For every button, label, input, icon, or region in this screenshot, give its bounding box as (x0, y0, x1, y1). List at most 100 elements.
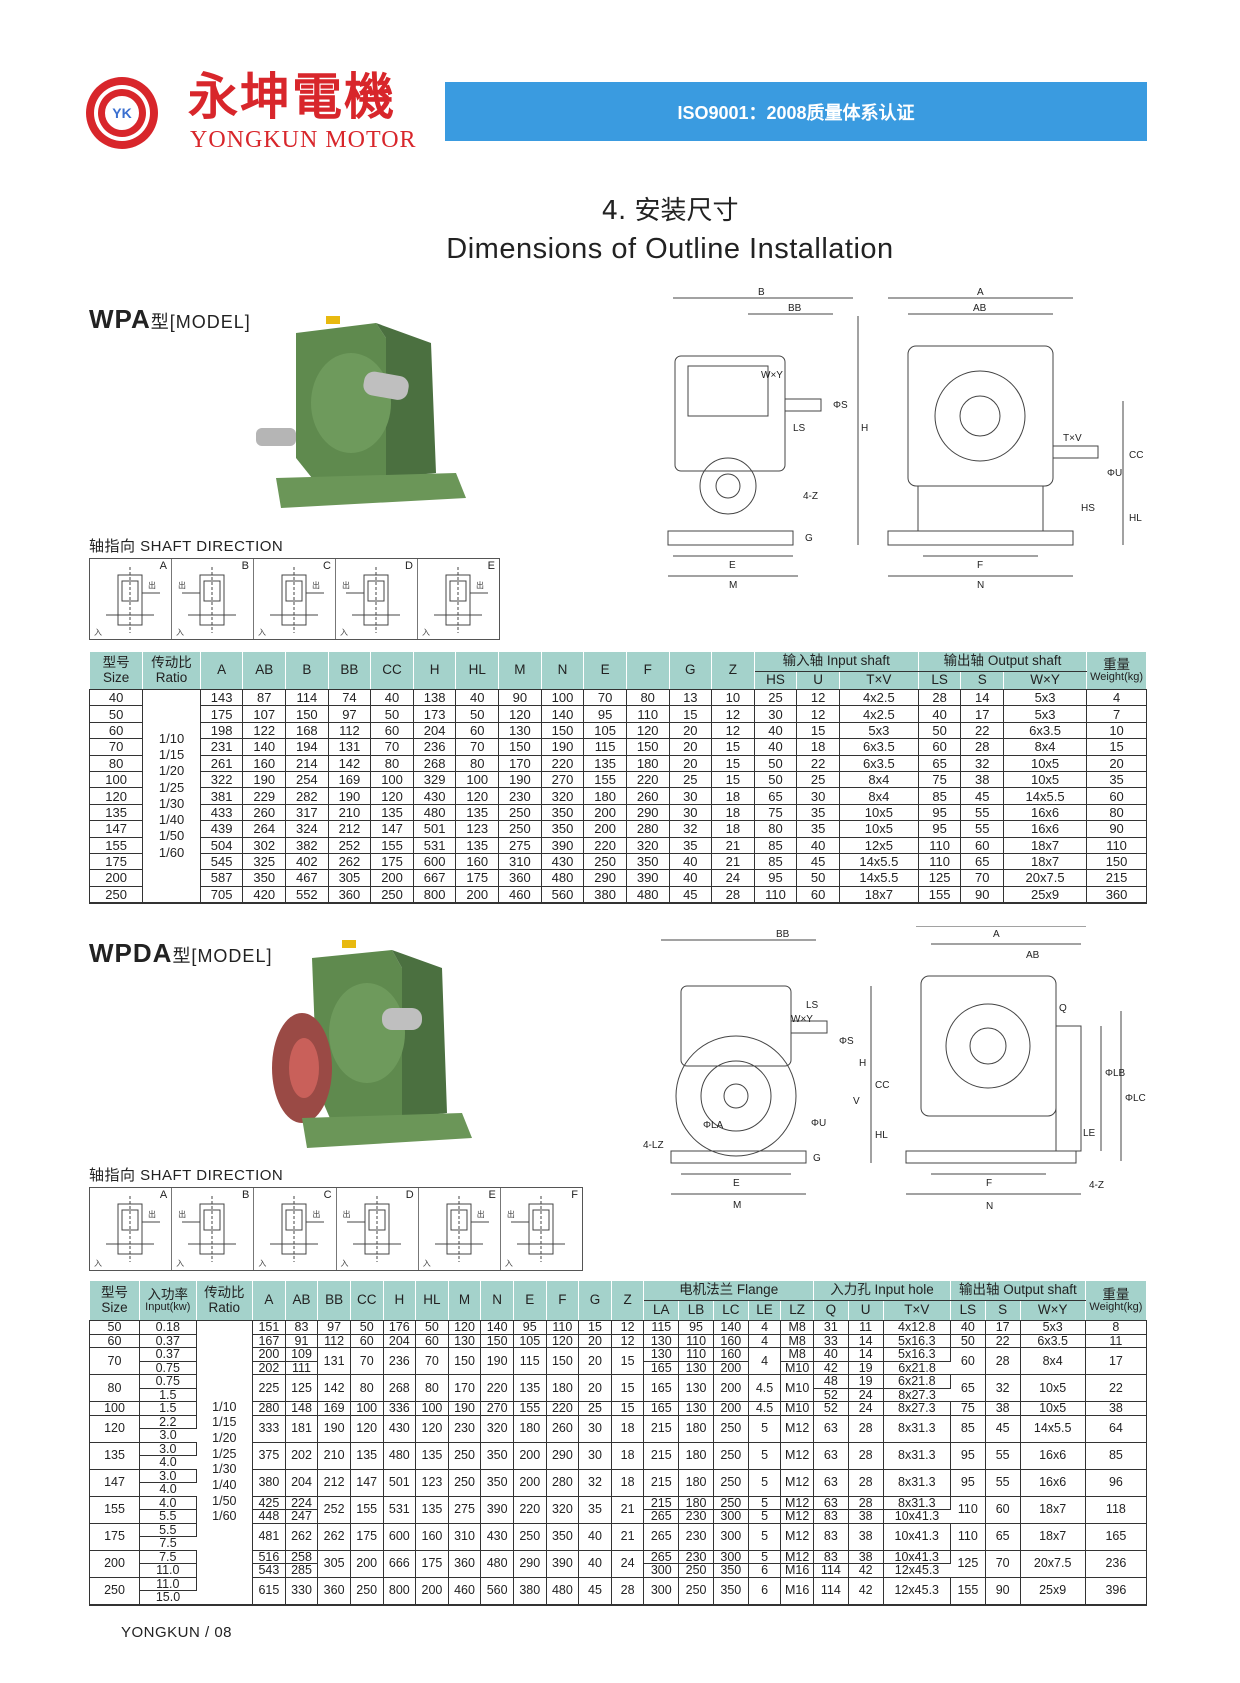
table-cell-hl: 100 (415, 1401, 449, 1416)
input-cn: 入功率 (147, 1286, 189, 1302)
table-cell: 8x4 (1003, 738, 1088, 756)
dim-label-hl: HL (1129, 513, 1142, 524)
table-cell: 155 (370, 837, 414, 854)
shaft-direction-diagram-icon (270, 567, 324, 633)
table-cell: 147 (370, 820, 414, 838)
table-cell-h: 204 (383, 1334, 417, 1348)
table-cell-input: 5.5 (139, 1523, 197, 1537)
table-cell-la: 165 (643, 1374, 680, 1402)
table-cell-g: 40 (578, 1523, 612, 1551)
table-cell: 21 (711, 853, 755, 871)
dim-label-f: F (986, 1178, 992, 1189)
table-cell: 14 (960, 689, 1005, 707)
table-cell: 10x5 (1003, 755, 1088, 772)
table-cell-a: 516 (252, 1550, 286, 1564)
table-cell: 138 (413, 689, 457, 707)
table-cell-ab: 262 (285, 1523, 319, 1551)
table-cell-la: 215 (643, 1442, 680, 1470)
table-cell-lb: 110 (678, 1334, 714, 1348)
table-cell: 6x3.5 (839, 738, 919, 756)
ratio-en: Ratio (208, 1299, 241, 1315)
dim-label-z: 4-Z (1089, 1180, 1104, 1191)
table-cell-z: 21 (611, 1523, 645, 1551)
table-cell: 545 (200, 853, 244, 871)
table-cell-lb: 250 (678, 1577, 714, 1605)
table-cell-q: 42 (813, 1361, 849, 1375)
table-cell: 15 (796, 722, 840, 740)
table-cell-size: 200 (89, 1550, 141, 1578)
in-label: 入 (94, 628, 102, 637)
table-cell-hl: 70 (415, 1347, 449, 1375)
table-cell: 220 (626, 771, 670, 789)
table-cell: 254 (285, 771, 329, 789)
table-cell-h: 501 (383, 1469, 417, 1497)
table-cell: 155 (918, 886, 962, 904)
header-e: E (583, 651, 627, 690)
table-cell-z: 18 (611, 1469, 645, 1497)
table-cell-wy: 8x4 (1020, 1347, 1086, 1375)
table-cell: 85 (754, 853, 798, 871)
table-cell-ab: 204 (285, 1469, 319, 1497)
table-cell: 120 (89, 787, 144, 805)
table-cell-lb: 230 (678, 1523, 714, 1551)
table-cell: 7 (1086, 705, 1147, 723)
table-cell: 110 (626, 705, 670, 723)
header-flange-2: LC (712, 1300, 749, 1321)
shaft-direction-diagram-icon (434, 567, 488, 633)
table-cell-lz: M12 (780, 1442, 814, 1470)
table-cell: 194 (285, 738, 329, 756)
table-cell-a: 448 (252, 1509, 286, 1524)
table-cell-n: 480 (480, 1550, 514, 1578)
table-cell-f: 110 (546, 1320, 580, 1335)
table-cell: 290 (626, 804, 670, 822)
table-cell-lb: 95 (678, 1320, 714, 1335)
table-cell-n: 430 (480, 1523, 514, 1551)
header-input-shaft: 输入轴 Input shaft (753, 651, 919, 672)
table-cell-s: 17 (985, 1320, 1021, 1335)
table-cell-lc: 300 (713, 1509, 749, 1524)
table-cell-ab: 148 (285, 1401, 319, 1416)
table-cell: 45 (960, 787, 1005, 805)
header-output-shaft: 输出轴 Output shaft (917, 651, 1088, 672)
table-cell-weight: 96 (1085, 1469, 1147, 1497)
table-cell: 55 (960, 820, 1005, 838)
ratio-value: 1/10 (212, 1399, 237, 1414)
table-cell-tv: 8x27.3 (883, 1401, 951, 1416)
table-cell-z: 15 (611, 1401, 645, 1416)
table-cell-n: 150 (480, 1334, 514, 1348)
table-cell: 302 (242, 837, 287, 854)
dim-label-bb: BB (776, 929, 790, 940)
table-cell-cc: 120 (350, 1415, 384, 1443)
table-cell: 143 (200, 689, 244, 707)
table-cell-size: 175 (89, 1523, 141, 1551)
table-cell-tv: 8x27.3 (883, 1388, 951, 1402)
wpa-dimension-drawing: B BB W×Y ΦS LS H 4-Z G E M A AB T×V ΦU C… (667, 287, 1143, 591)
shaft-direction-diagram-icon (346, 567, 400, 633)
table-cell-weight: 11 (1085, 1334, 1147, 1348)
table-cell: 212 (328, 820, 372, 838)
table-cell: 12 (711, 722, 755, 740)
table-cell-n: 560 (480, 1577, 514, 1605)
table-cell: 140 (541, 705, 585, 723)
table-cell: 40 (669, 853, 713, 871)
ratio-value: 1/60 (212, 1509, 237, 1524)
table-cell: 10 (1086, 722, 1147, 740)
table-cell: 190 (541, 738, 585, 756)
table-cell-input: 0.37 (139, 1334, 197, 1348)
table-cell-la: 300 (643, 1563, 680, 1578)
header-bb: BB (317, 1280, 351, 1321)
table-cell-input: 1.5 (139, 1401, 197, 1416)
table-cell-ab: 83 (285, 1320, 319, 1335)
table-cell-ls: 40 (950, 1320, 986, 1335)
header-input-2: T×V (882, 1300, 951, 1321)
in-label: 入 (258, 628, 266, 637)
table-cell: 35 (796, 804, 840, 822)
table-cell-n: 190 (480, 1347, 514, 1375)
table-cell-u: 28 (848, 1442, 884, 1470)
ratio-value: 1/20 (212, 1431, 237, 1445)
